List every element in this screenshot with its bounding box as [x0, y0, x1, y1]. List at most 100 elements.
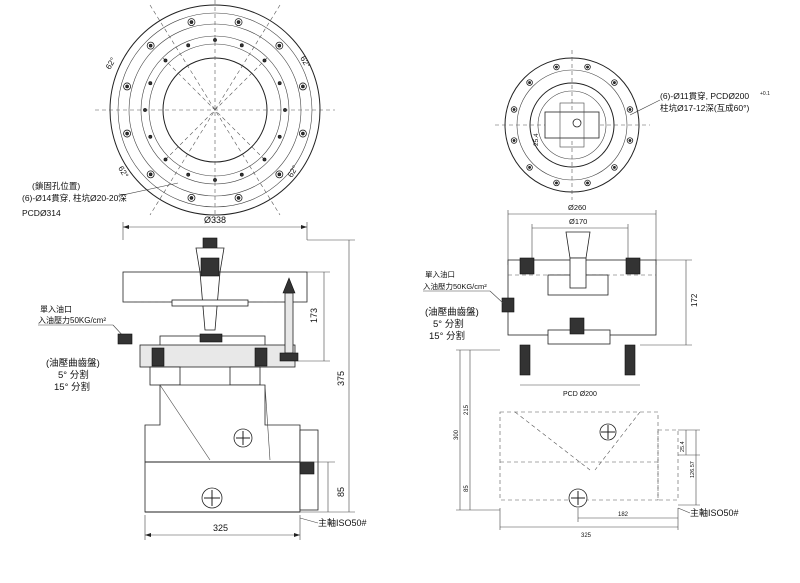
right-plan-view: 25.4 (6)-Ø11貫穿, PCDØ200 +0.1 柱坑Ø17-12深(互…: [495, 50, 770, 200]
angle-line-2: [149, 4, 281, 216]
dim-85: 85: [336, 487, 346, 497]
oil-pipe-tip: [282, 277, 296, 294]
r-bolt-hole-center: [628, 108, 632, 111]
angle-label-bl: 62°: [116, 165, 130, 180]
leader-line-holes: [117, 182, 179, 197]
oil-inlet-fitting: [117, 333, 133, 345]
table-mark: [163, 157, 168, 162]
r-bolt-hole-center: [586, 181, 589, 185]
r-bolt-hole-center: [528, 166, 531, 169]
r-bolt-right: [624, 344, 636, 376]
left-plan-view: 62° 62° 62° 62° (鎖固孔位置) (6)-Ø14貫穿, 柱坑Ø20…: [22, 0, 335, 222]
division-15-label: 15° 分割: [54, 381, 90, 393]
r-spindle-label: 主軸ISO50#: [690, 507, 739, 518]
bolt-hole-center: [236, 20, 241, 24]
r-center-block: [569, 317, 585, 335]
drawbar-cap: [202, 237, 218, 249]
table-mark: [143, 108, 147, 112]
upper-rim: [171, 299, 249, 307]
r-dim-254b: 25.4: [680, 441, 686, 452]
r-oil-pressure-label: 入油壓力50KG/cm²: [423, 281, 487, 291]
bolt-hole-center: [189, 20, 194, 24]
diag-centerline-2: [162, 57, 268, 163]
r-bolt-left: [519, 344, 531, 376]
side-fitting: [299, 461, 315, 475]
center-key: [199, 333, 223, 343]
table-slot-marks: [143, 38, 287, 182]
gear-plate-label: (油壓曲齒盤): [46, 357, 100, 369]
bolt-block-left: [149, 366, 181, 386]
r-bolt-hole-center: [528, 81, 531, 84]
r-bolt-hole-center: [512, 108, 516, 111]
r-lower-diag-1: [514, 411, 591, 471]
r-division-5-label: 5° 分割: [433, 318, 464, 330]
table-mark: [186, 43, 191, 48]
r-dim-260: Ø260: [568, 203, 586, 212]
flange-bolt-holes: [123, 18, 307, 202]
table-mark: [262, 58, 267, 63]
right-side-view: Ø260 Ø170 PCD Ø200 172: [423, 203, 739, 539]
r-gear-plate-label: (油壓曲齒盤): [425, 306, 479, 318]
dim-375: 375: [336, 371, 346, 386]
oil-pipe: [284, 292, 294, 354]
angle-line-1: [149, 4, 281, 216]
bolt-hole-center: [189, 196, 194, 200]
r-side-cover: [657, 429, 679, 501]
r-note-holes-2: 柱坑Ø17-12深(互成60°): [660, 103, 750, 113]
bolt-hole-center: [148, 172, 153, 177]
r-bolt-hole-center: [555, 181, 558, 185]
clamp-left: [151, 347, 165, 367]
pcd-label: PCDØ314: [22, 208, 61, 218]
housing-body: [144, 384, 301, 513]
r-tool-taper: [565, 231, 591, 259]
r-note-holes-1: (6)-Ø11貫穿, PCDØ200: [660, 91, 749, 101]
table-mark: [213, 38, 217, 42]
r-leader: [629, 99, 661, 116]
r-oil-leader: [489, 290, 504, 304]
r-dim-325: 325: [581, 533, 592, 539]
r-clamp-right: [625, 257, 641, 275]
r-tool-shank: [569, 257, 587, 289]
oil-pressure-label: 入油壓力50KG/cm²: [38, 315, 106, 325]
bolt-hole-center: [301, 131, 305, 136]
spindle-label: 主軸ISO50#: [318, 517, 367, 528]
r-spindle-leader: [677, 507, 691, 514]
r-dim-215: 215: [464, 404, 470, 415]
bolt-hole-center: [148, 43, 153, 48]
table-mark: [277, 81, 282, 86]
table-mark: [239, 172, 244, 177]
r-dim-12657: 126.57: [690, 461, 696, 478]
r-key-slot: [559, 102, 585, 148]
table-mark: [213, 178, 217, 182]
table-mark: [277, 134, 282, 139]
table-mark: [148, 81, 153, 86]
r-bolt-holes: [510, 63, 634, 187]
r-dim-172: 172: [690, 293, 699, 307]
r-dim-300: 300: [454, 429, 460, 440]
housing-edge-1: [159, 384, 211, 461]
note-position: (鎖固孔位置): [32, 181, 80, 191]
table-mark: [163, 58, 168, 63]
r-bolt-hole-center: [512, 139, 516, 142]
r-dim-254: 25.4: [533, 133, 540, 146]
bolt-hole-center: [236, 196, 241, 200]
angle-label-tl: 62°: [104, 56, 118, 71]
bolt-hole-center: [301, 84, 305, 89]
r-bolt-hole-center: [613, 81, 616, 84]
r-t-slot: [544, 111, 600, 139]
r-bolt-hole-center: [555, 65, 558, 69]
r-bolt-hole-center: [613, 166, 616, 169]
r-bolt-hole-center: [586, 65, 589, 69]
r-dim-170: Ø170: [569, 217, 587, 226]
left-side-view: Ø338 325: [38, 215, 367, 540]
table-mark: [283, 108, 287, 112]
bolt-block-right: [229, 366, 261, 386]
note-holes: (6)-Ø14貫穿, 柱坑Ø20-20深: [22, 193, 127, 203]
bolt-hole-center: [125, 131, 129, 136]
bolt-hole-center: [125, 84, 129, 89]
r-lower-housing: [499, 411, 659, 501]
table-mark: [262, 157, 267, 162]
dim-173: 173: [309, 308, 319, 323]
r-bolt-hole-center: [628, 139, 632, 142]
